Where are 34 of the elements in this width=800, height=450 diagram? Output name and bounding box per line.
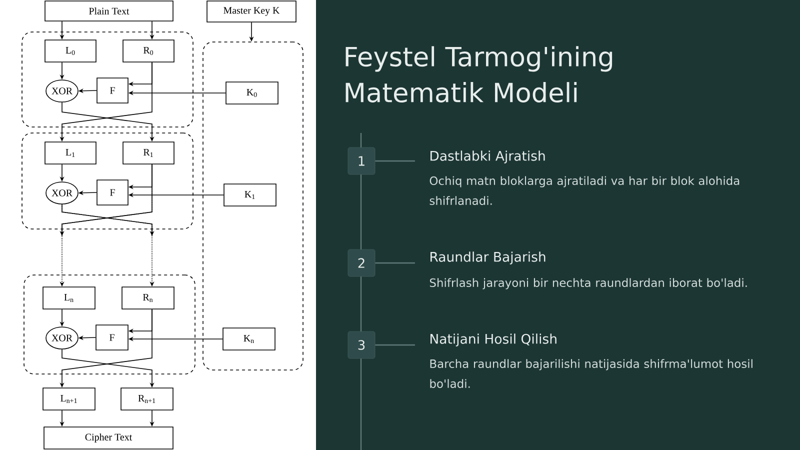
subkey-box: K$_{0}$ — [226, 82, 278, 104]
step-number: 2 — [348, 249, 376, 277]
block-box: Cipher Text — [44, 426, 174, 450]
block-box: L$_{n}$ — [42, 286, 96, 310]
dashed-group-box — [22, 32, 194, 128]
block-box: R$_{n}$ — [122, 286, 174, 310]
subkey-box: K$_{1}$ — [224, 184, 276, 206]
block-box: L$_{1}$ — [44, 142, 96, 164]
block-box: Plain Text — [44, 0, 174, 22]
function-box: F — [96, 180, 128, 206]
block-box: L$_{n+1}$ — [42, 388, 96, 410]
subkey-box: K$_{n}$ — [222, 328, 276, 350]
block-box: R$_{1}$ — [122, 142, 174, 164]
function-box: F — [96, 324, 128, 350]
block-box: L$_{0}$ — [44, 40, 96, 62]
step-description: Ochiq matn bloklarga ajratiladi va har bir blok alohida shifrlanadi. — [430, 176, 740, 205]
block-box: R$_{0}$ — [122, 40, 174, 62]
connector-line — [375, 344, 415, 346]
step-number: 3 — [348, 331, 376, 359]
slide-title: Feystel Tarmog'ining Matematik Modeli — [346, 46, 612, 102]
function-box: F — [96, 78, 128, 104]
step-description: Barcha raundlar bajarilishi natijasida shifrma'lumot hosil bo'ladi. — [430, 359, 752, 388]
step-heading: Raundlar Bajarish — [430, 252, 546, 264]
step-heading: Dastlabki Ajratish — [430, 150, 545, 164]
step-heading: Natijani Hosil Qilish — [430, 334, 556, 346]
dashed-group-box — [24, 274, 196, 374]
connector-line — [375, 262, 415, 264]
connector-line — [375, 160, 415, 162]
step-description: Shifrlash jarayoni bir nechta raundlardan iborat bo'ladi. — [430, 278, 747, 290]
dashed-group-box — [202, 42, 304, 370]
block-box: Master Key K — [206, 0, 296, 22]
dashed-group-box — [22, 132, 194, 230]
block-box: R$_{n+1}$ — [120, 388, 174, 410]
step-number: 1 — [348, 147, 376, 175]
